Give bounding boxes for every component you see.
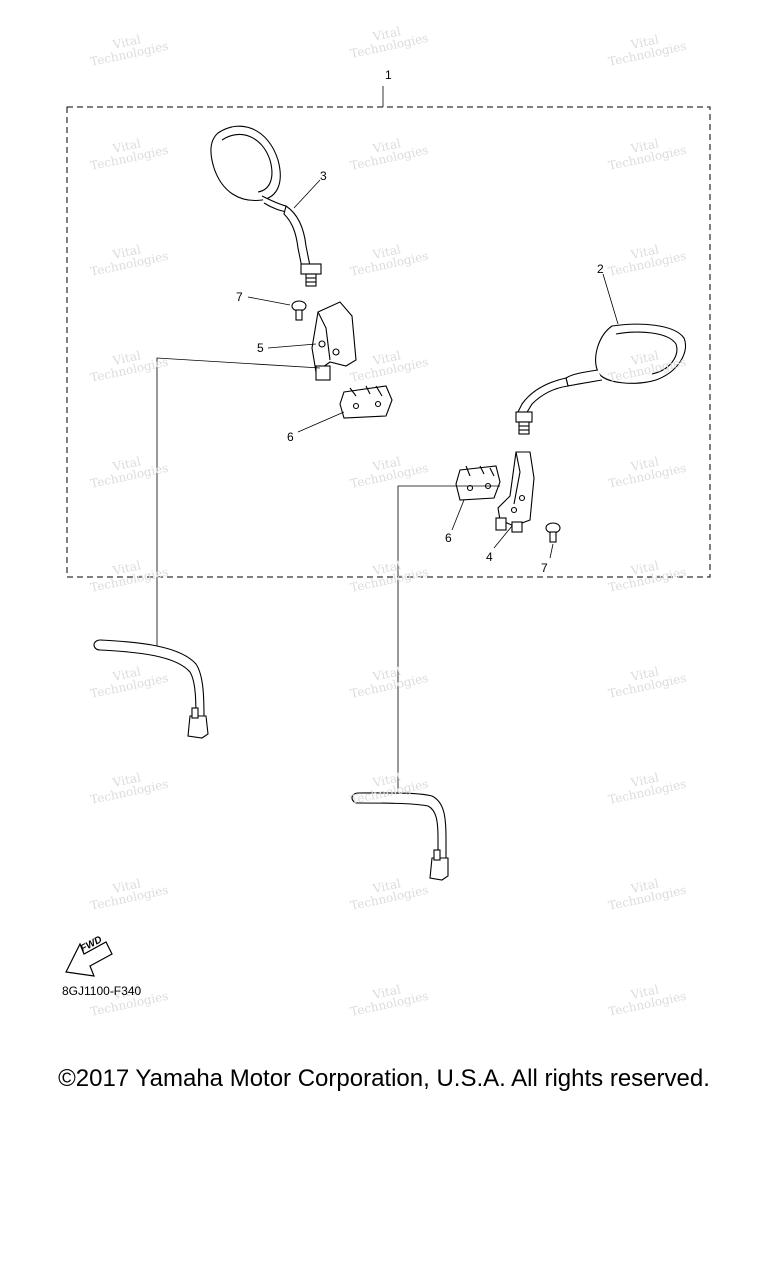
callout-7-right: 7 — [541, 561, 548, 575]
callout-7-left: 7 — [236, 290, 243, 304]
callout-5: 5 — [257, 341, 264, 355]
callout-2: 2 — [597, 262, 604, 276]
leader-6b — [451, 499, 465, 531]
fwd-arrow-icon — [65, 941, 113, 977]
left-clamp — [339, 385, 393, 419]
left-mirror — [210, 125, 322, 287]
leader-3 — [293, 179, 321, 209]
callout-6-right: 6 — [445, 531, 452, 545]
right-ref-line — [397, 485, 500, 798]
kit-boundary — [66, 106, 711, 578]
diagram-code: 8GJ1100-F340 — [62, 984, 142, 998]
right-clamp — [455, 465, 501, 501]
callout-4: 4 — [486, 550, 493, 564]
leader-7b — [549, 543, 554, 559]
callout-3: 3 — [320, 169, 327, 183]
leader-6a — [297, 411, 345, 433]
right-bracket — [495, 451, 535, 533]
right-handlebar — [351, 792, 449, 881]
callout-1: 1 — [385, 68, 392, 82]
right-bolt — [545, 522, 561, 543]
left-ref-line — [156, 357, 321, 648]
leader-5 — [267, 343, 317, 349]
leader-7a — [247, 296, 291, 306]
callout-6-left: 6 — [287, 430, 294, 444]
left-bolt — [291, 300, 307, 321]
left-bracket — [311, 301, 357, 381]
copyright-notice: ©2017 Yamaha Motor Corporation, U.S.A. A… — [58, 1065, 710, 1092]
right-mirror — [515, 323, 686, 435]
left-handlebar — [93, 639, 209, 739]
leader-2 — [602, 273, 619, 325]
leader-4 — [493, 525, 513, 549]
